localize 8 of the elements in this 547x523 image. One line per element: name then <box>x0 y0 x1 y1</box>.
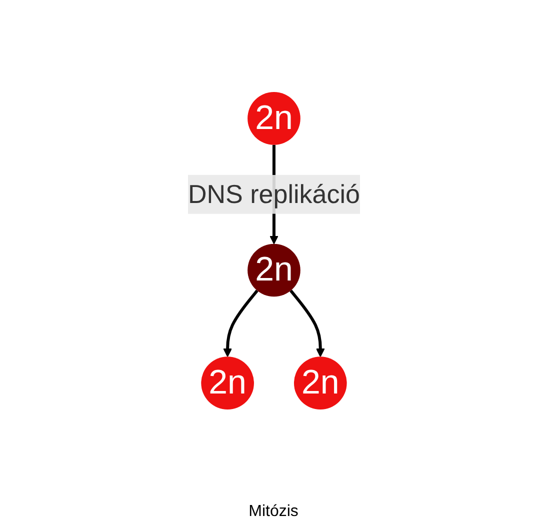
edge-label: DNS replikáció <box>188 178 360 209</box>
node-circle: 2n <box>247 244 300 296</box>
process-label: Mitózis <box>248 503 298 520</box>
node-circle: 2n <box>200 356 254 410</box>
node-circle: 2n <box>294 356 346 410</box>
arrow <box>222 289 258 357</box>
arrow <box>289 289 324 357</box>
node-circle: 2n <box>247 92 300 145</box>
